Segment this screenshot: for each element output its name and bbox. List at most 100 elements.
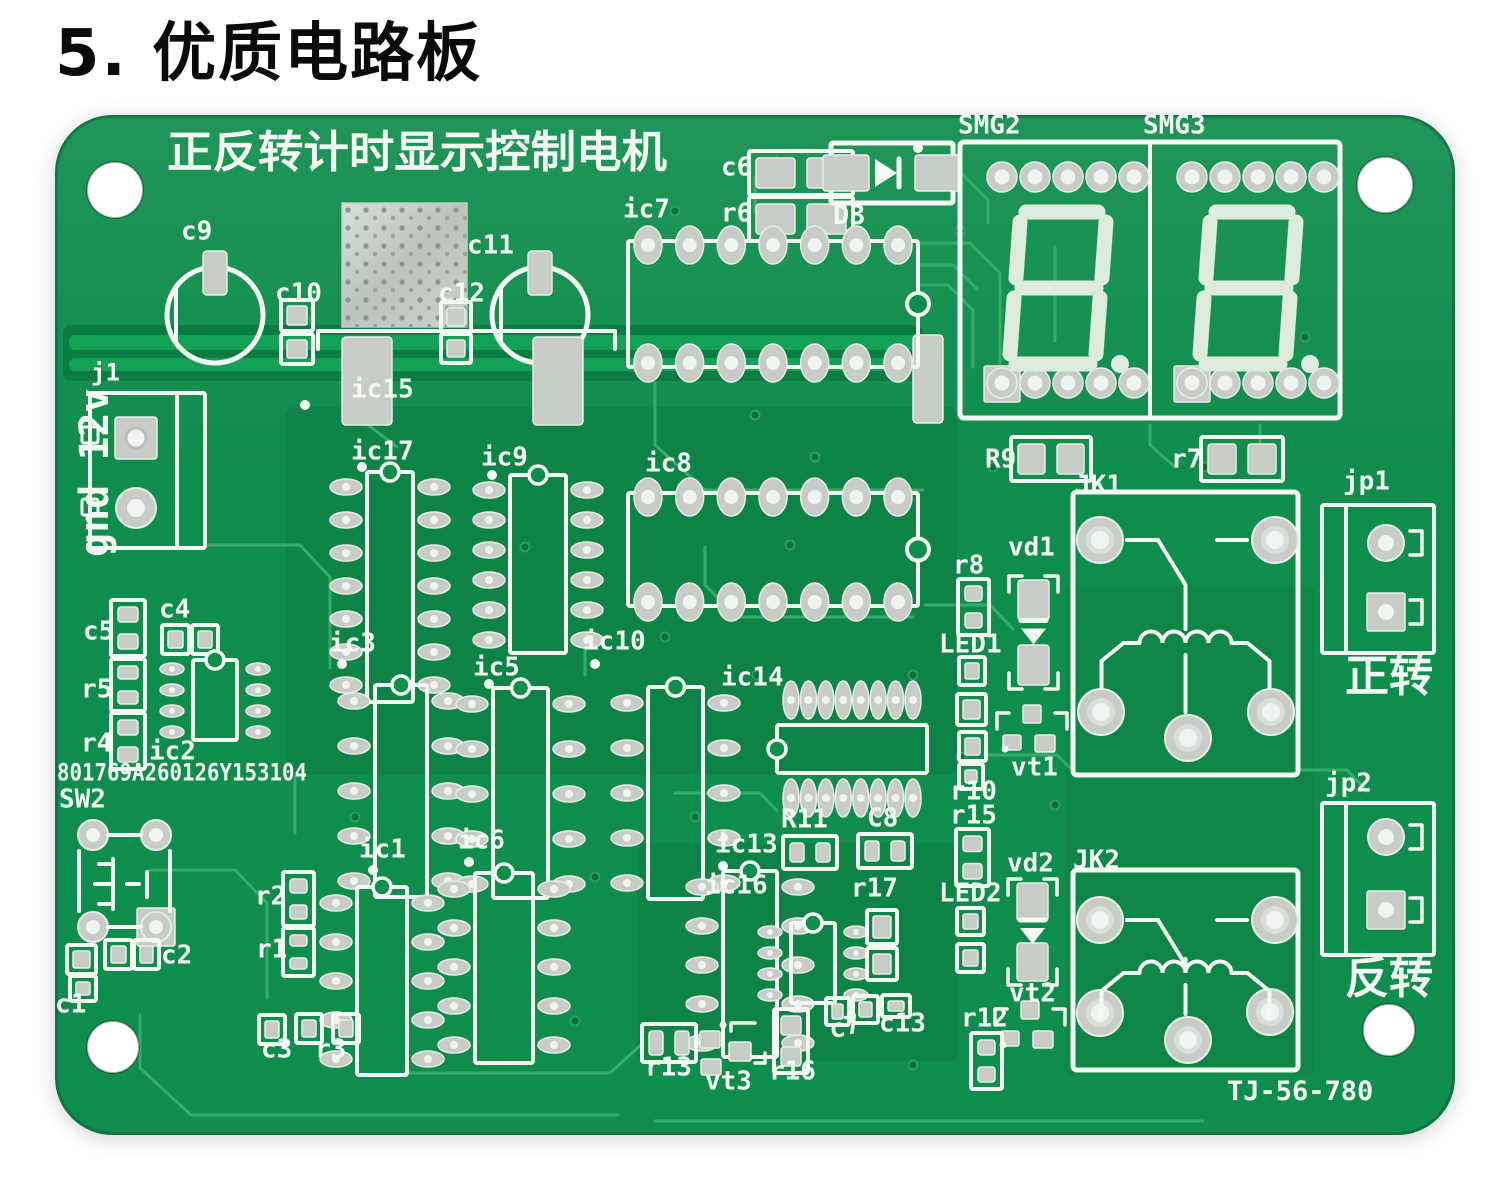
silk-j1: j1 bbox=[91, 359, 120, 387]
via-37 bbox=[751, 669, 763, 681]
r4-footprint bbox=[109, 711, 147, 771]
dot-134 bbox=[718, 861, 728, 871]
silk-ic6: ic6 bbox=[458, 825, 505, 855]
via-45 bbox=[349, 811, 361, 823]
silk-LED2: LED2 bbox=[939, 878, 1002, 908]
silk-vt2: vt2 bbox=[1009, 978, 1056, 1008]
dot-129 bbox=[337, 659, 347, 669]
sw2-footprint bbox=[77, 819, 176, 947]
jp2-connector bbox=[1320, 801, 1436, 957]
ic17-footprint bbox=[329, 461, 451, 704]
silk-r13: r13 bbox=[645, 1052, 692, 1082]
mount-hole-bl bbox=[86, 1020, 140, 1074]
silk-r10: r10 bbox=[950, 776, 997, 806]
c8-footprint bbox=[856, 832, 914, 870]
ic6-footprint bbox=[437, 862, 571, 1065]
led1-pad-2 bbox=[955, 692, 988, 727]
via-44 bbox=[1299, 331, 1311, 343]
c2-pad-2 bbox=[132, 938, 161, 971]
via-34 bbox=[987, 461, 999, 473]
r17-pad-1 bbox=[865, 908, 899, 946]
silk-r17: r17 bbox=[851, 873, 898, 903]
silk-r15: r15 bbox=[950, 800, 997, 830]
silk-ic2: ic2 bbox=[149, 736, 196, 766]
silk-r7: r7 bbox=[1171, 444, 1202, 474]
silk-vd1: vd1 bbox=[1008, 532, 1055, 562]
via-38 bbox=[907, 669, 919, 681]
c5-footprint bbox=[109, 598, 147, 658]
silk-ic16: ic16 bbox=[705, 870, 768, 900]
trace-12 bbox=[403, 1041, 645, 1075]
silk-ic14: ic14 bbox=[721, 662, 784, 692]
c10-pad-2 bbox=[279, 332, 315, 366]
silk-r1: r1 bbox=[256, 934, 287, 964]
silk-gnd12v: gnd 12v bbox=[72, 388, 118, 557]
silk-ic13: ic13 bbox=[715, 829, 778, 859]
silk-ic7: ic7 bbox=[623, 194, 670, 224]
via-39 bbox=[589, 871, 601, 883]
silk-ic8: ic8 bbox=[645, 448, 692, 478]
silk-jp1: jp1 bbox=[1343, 466, 1390, 496]
r11-footprint bbox=[781, 834, 839, 871]
led1-pad-1 bbox=[957, 655, 987, 687]
silk-SMG3: SMG3 bbox=[1143, 115, 1206, 140]
r10-pad bbox=[957, 762, 985, 791]
r16-footprint bbox=[772, 1007, 810, 1075]
silk-zhengzhuan: 正转 bbox=[1345, 651, 1433, 702]
silk-ic9: ic9 bbox=[481, 442, 528, 472]
c12-pad-1 bbox=[439, 300, 473, 334]
silk-r12: r12 bbox=[961, 1003, 1008, 1033]
dot-135 bbox=[913, 143, 923, 153]
silk-SW2: SW2 bbox=[59, 784, 106, 814]
vd2-footprint bbox=[1006, 877, 1059, 987]
trace-21 bbox=[138, 1013, 620, 1117]
c7-pad-1 bbox=[824, 996, 851, 1027]
via-36 bbox=[659, 631, 671, 643]
dot-130 bbox=[484, 679, 494, 689]
r3-pad-2 bbox=[331, 1012, 361, 1045]
jk2-relay bbox=[1070, 867, 1301, 1073]
ic15-pad-3 bbox=[912, 334, 944, 424]
silk-c10: c10 bbox=[275, 278, 322, 308]
dot-131 bbox=[590, 659, 600, 669]
ic16-footprint bbox=[757, 912, 869, 1005]
via-48 bbox=[784, 539, 796, 551]
silk-r2: r2 bbox=[255, 881, 286, 911]
silk-ic15: ic15 bbox=[351, 374, 414, 404]
silk-c5: c5 bbox=[83, 616, 114, 646]
ic3-footprint bbox=[337, 674, 465, 899]
via-31 bbox=[749, 409, 761, 421]
heatsink bbox=[341, 202, 468, 328]
ic7-footprint bbox=[626, 225, 931, 383]
silk-model: TJ-56-780 bbox=[1227, 1076, 1373, 1107]
r2-footprint bbox=[281, 870, 316, 928]
silk-ic17: ic17 bbox=[351, 436, 414, 466]
via-46 bbox=[569, 1015, 581, 1027]
silk-c9: c9 bbox=[181, 216, 212, 246]
vt1-footprint bbox=[995, 704, 1069, 753]
silk-LED1: LED1 bbox=[939, 629, 1002, 659]
c10-pad-1 bbox=[279, 298, 315, 333]
mount-hole-tr bbox=[1356, 156, 1414, 214]
via-47 bbox=[907, 1059, 919, 1071]
silk-ic5: ic5 bbox=[473, 652, 520, 682]
silk-c11: c11 bbox=[467, 230, 514, 260]
silk-JK2: JK2 bbox=[1073, 845, 1120, 875]
dot-133 bbox=[464, 857, 474, 867]
silk-r8: r8 bbox=[953, 550, 984, 580]
ic15-pad-2 bbox=[532, 336, 584, 426]
led2-pad-1 bbox=[955, 906, 986, 937]
trace-26 bbox=[1148, 423, 1177, 469]
c13-pad bbox=[880, 993, 912, 1019]
led2-pad-2 bbox=[955, 942, 986, 974]
r6-footprint bbox=[747, 195, 855, 243]
ic15-pad-1 bbox=[341, 336, 393, 426]
via-32 bbox=[809, 451, 821, 463]
vd1-footprint bbox=[1007, 574, 1060, 691]
silk-vd2: vd2 bbox=[1007, 848, 1054, 878]
r17-pad-2 bbox=[865, 946, 899, 982]
via-42 bbox=[1049, 799, 1061, 811]
silk-c13: c13 bbox=[879, 1008, 926, 1038]
c1-pad-2 bbox=[68, 974, 98, 1003]
